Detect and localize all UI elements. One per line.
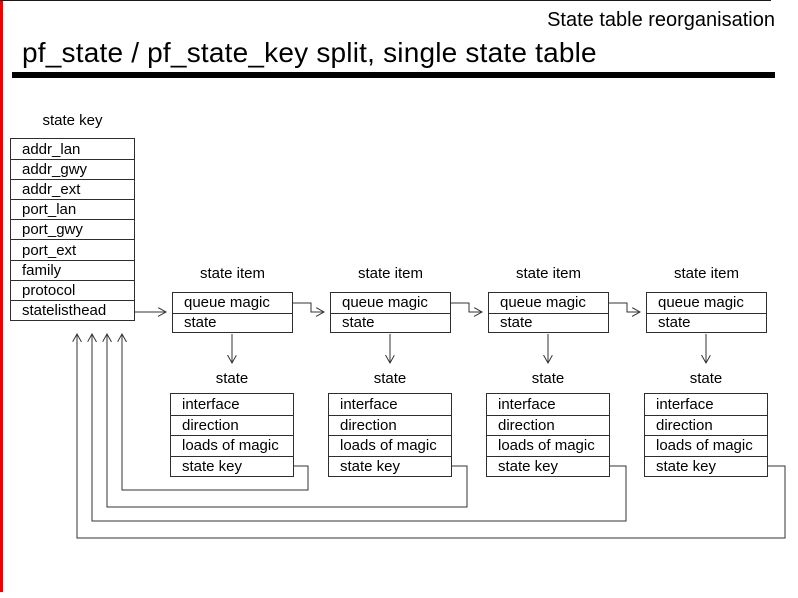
state-row-interface: interface — [340, 395, 398, 413]
state-item-1-label: state item — [199, 265, 266, 282]
state-row-interface: interface — [498, 395, 556, 413]
state-key-table-label: state key — [42, 112, 103, 129]
state-item-row-state: state — [647, 312, 766, 333]
state-row-interface: interface — [182, 395, 240, 413]
state-struct-2-label: state — [373, 370, 407, 387]
state-item-row-state: state — [489, 312, 608, 333]
state-key-row-port-gwy: port_gwy — [11, 219, 134, 239]
connector-state-1-to-state-key-table — [122, 334, 309, 491]
state-row-state-key: state key — [171, 455, 293, 477]
state-item-row-state: state — [173, 312, 292, 333]
state-struct-4: interface direction loads of magic state… — [644, 393, 768, 477]
slide-top-rule — [0, 0, 771, 1]
state-struct-3-label: state — [531, 370, 565, 387]
state-item-row-state: state — [331, 312, 450, 333]
state-key-table: addr_lan addr_gwy addr_ext port_lan port… — [10, 138, 135, 321]
state-struct-4-label: state — [689, 370, 723, 387]
state-row-direction: direction — [487, 414, 609, 436]
state-item-2: queue magic state — [330, 292, 451, 333]
state-row-state-key: state key — [487, 455, 609, 477]
arrow-item-2-to-item-3 — [451, 302, 482, 312]
state-key-row-port-lan: port_lan — [11, 199, 134, 219]
state-item-row-queue-magic: queue magic — [658, 294, 744, 312]
state-item-4-label: state item — [673, 265, 740, 282]
connector-state-4-to-state-key-table — [77, 334, 786, 539]
state-item-3: queue magic state — [488, 292, 609, 333]
state-row-state-key: state key — [329, 455, 451, 477]
state-row-interface: interface — [656, 395, 714, 413]
state-key-row-port-ext: port_ext — [11, 239, 134, 259]
connector-state-3-to-state-key-table — [92, 334, 627, 522]
state-item-1: queue magic state — [172, 292, 293, 333]
state-key-row-addr-gwy: addr_gwy — [11, 159, 134, 179]
state-struct-3: interface direction loads of magic state… — [486, 393, 610, 477]
state-key-row-statelisthead: statelisthead — [11, 299, 134, 320]
state-struct-1: interface direction loads of magic state… — [170, 393, 294, 477]
state-row-direction: direction — [171, 414, 293, 436]
connector-state-2-to-state-key-table — [107, 334, 468, 508]
state-row-loads-of-magic: loads of magic — [645, 435, 767, 456]
state-item-row-queue-magic: queue magic — [342, 294, 428, 312]
state-key-row-protocol: protocol — [11, 279, 134, 300]
state-item-4: queue magic state — [646, 292, 767, 333]
state-item-row-queue-magic: queue magic — [500, 294, 586, 312]
state-row-direction: direction — [329, 414, 451, 436]
state-struct-1-label: state — [215, 370, 249, 387]
title-underline — [12, 72, 775, 78]
state-item-2-label: state item — [357, 265, 424, 282]
slide-left-accent-bar — [0, 0, 3, 592]
state-row-loads-of-magic: loads of magic — [171, 435, 293, 456]
state-key-row-family: family — [11, 259, 134, 280]
state-row-direction: direction — [645, 414, 767, 436]
series-title: State table reorganisation — [547, 9, 775, 31]
arrow-item-3-to-item-4 — [609, 302, 640, 312]
state-row-loads-of-magic: loads of magic — [487, 435, 609, 456]
state-item-row-queue-magic: queue magic — [184, 294, 270, 312]
state-key-row-addr-ext: addr_ext — [11, 179, 134, 199]
page-title: pf_state / pf_state_key split, single st… — [22, 37, 597, 68]
state-key-row-addr-lan: addr_lan — [22, 140, 81, 158]
state-row-state-key: state key — [645, 455, 767, 477]
state-row-loads-of-magic: loads of magic — [329, 435, 451, 456]
arrow-item-1-to-item-2 — [293, 302, 324, 312]
state-struct-2: interface direction loads of magic state… — [328, 393, 452, 477]
state-item-3-label: state item — [515, 265, 582, 282]
